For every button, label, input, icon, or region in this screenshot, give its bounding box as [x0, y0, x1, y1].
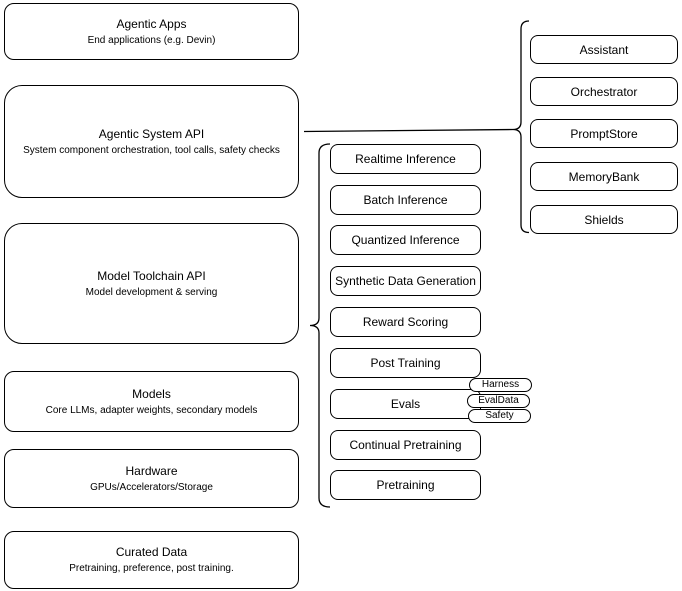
node-title: Agentic Apps [116, 16, 187, 31]
node-label: Reward Scoring [362, 315, 449, 329]
node-subtitle: End applications (e.g. Devin) [87, 34, 216, 46]
pill-safety: Safety [468, 409, 531, 423]
node-label: Batch Inference [363, 193, 448, 207]
node-label: Pretraining [376, 478, 435, 492]
node-assistant: Assistant [530, 35, 678, 64]
node-label: Evals [390, 397, 421, 411]
node-title: Agentic System API [98, 126, 205, 141]
node-label: Synthetic Data Generation [335, 274, 476, 288]
node-reward-scoring: Reward Scoring [330, 307, 481, 337]
node-label: PromptStore [570, 126, 638, 141]
node-promptstore: PromptStore [530, 119, 678, 148]
pill-harness: Harness [469, 378, 532, 392]
node-subtitle: Pretraining, preference, post training. [69, 563, 234, 574]
node-agentic-apps: Agentic Apps End applications (e.g. Devi… [4, 3, 299, 60]
node-realtime-inference: Realtime Inference [330, 144, 481, 174]
node-label: MemoryBank [568, 169, 640, 184]
node-memorybank: MemoryBank [530, 162, 678, 191]
connector-line-system-api [303, 128, 514, 133]
node-title: Model Toolchain API [97, 268, 206, 283]
node-orchestrator: Orchestrator [530, 77, 678, 106]
node-title: Hardware [125, 463, 178, 478]
node-label: Continual Pretraining [349, 438, 462, 452]
pill-label: EvalData [478, 395, 519, 406]
node-shields: Shields [530, 205, 678, 234]
node-subtitle: Model development & serving [85, 286, 218, 298]
system-brace [512, 20, 530, 234]
node-evals: Evals [330, 389, 481, 419]
pill-label: Harness [481, 379, 520, 390]
node-post-training: Post Training [330, 348, 481, 378]
node-continual-pretraining: Continual Pretraining [330, 430, 481, 460]
node-label: Assistant [579, 42, 629, 57]
node-subtitle: Core LLMs, adapter weights, secondary mo… [45, 404, 258, 416]
node-models: Models Core LLMs, adapter weights, secon… [4, 371, 299, 432]
node-curated-data: Curated Data Pretraining, preference, po… [4, 531, 299, 589]
node-subtitle: System component orchestration, tool cal… [23, 144, 280, 156]
toolchain-brace [309, 143, 331, 508]
node-title: Curated Data [115, 545, 188, 559]
node-model-toolchain-api: Model Toolchain API Model development & … [4, 223, 299, 344]
node-label: Quantized Inference [351, 233, 460, 247]
node-synthetic-data-generation: Synthetic Data Generation [330, 266, 481, 296]
pill-label: Safety [485, 410, 514, 421]
pill-evaldata: EvalData [467, 394, 530, 408]
node-subtitle: GPUs/Accelerators/Storage [90, 481, 213, 493]
node-hardware: Hardware GPUs/Accelerators/Storage [4, 449, 299, 508]
node-batch-inference: Batch Inference [330, 185, 481, 215]
node-title: Models [132, 386, 171, 401]
node-quantized-inference: Quantized Inference [330, 225, 481, 255]
node-label: Post Training [370, 356, 441, 370]
node-label: Realtime Inference [355, 152, 456, 166]
node-agentic-system-api: Agentic System API System component orch… [4, 85, 299, 198]
node-pretraining: Pretraining [330, 470, 481, 500]
node-label: Orchestrator [570, 84, 638, 99]
node-label: Shields [584, 212, 624, 227]
